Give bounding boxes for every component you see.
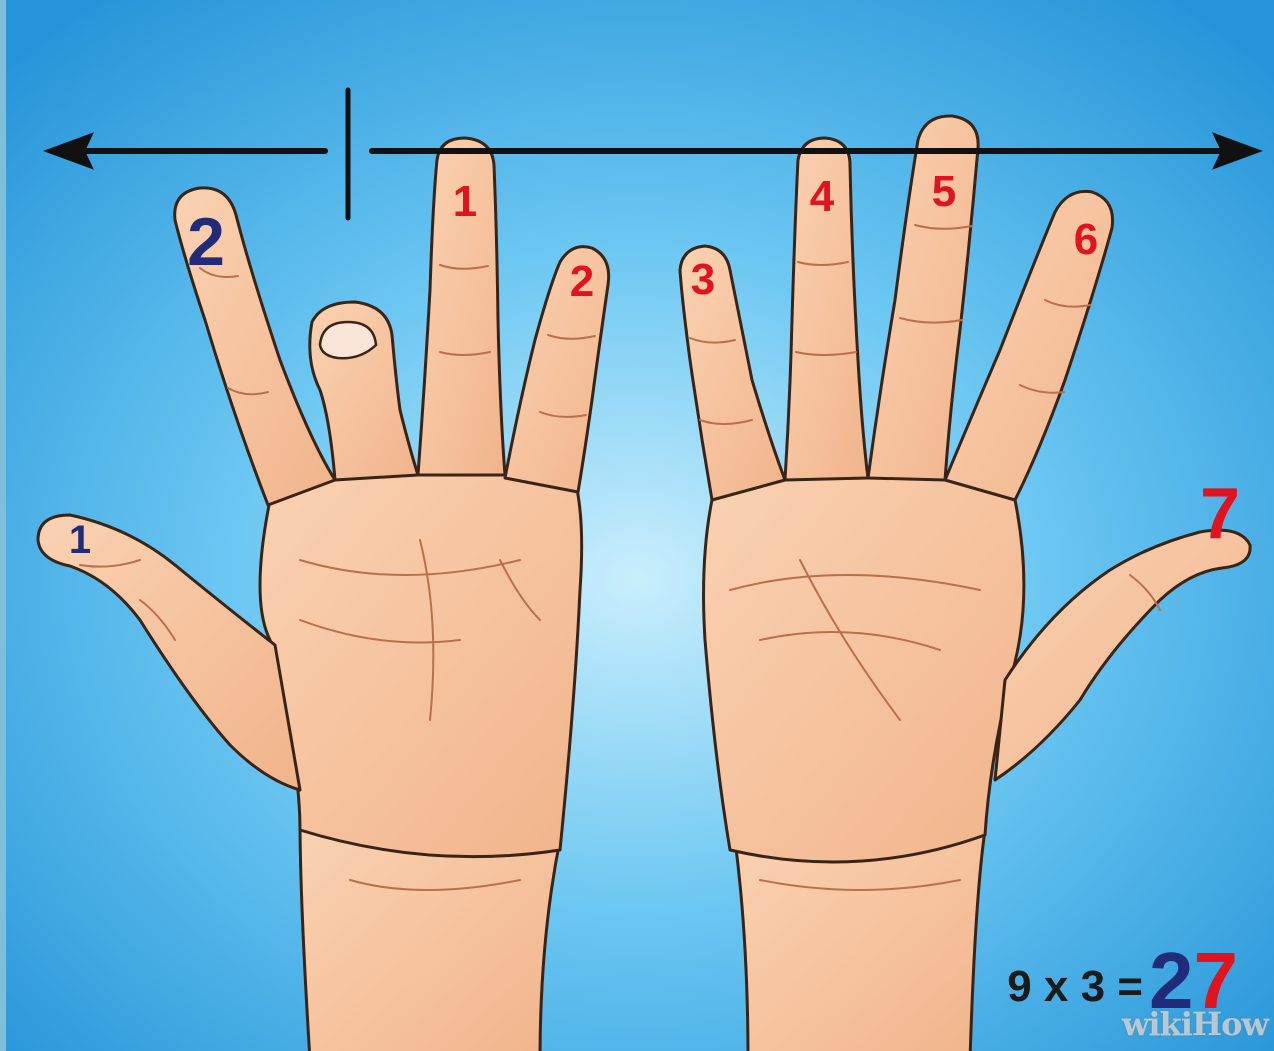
left-palm xyxy=(260,470,582,857)
right-middle-number: 5 xyxy=(932,170,956,214)
left-ring-number: 2 xyxy=(570,260,594,304)
equation-tens-digit: 2 xyxy=(1149,949,1194,1013)
right-thumb-number: 7 xyxy=(1200,478,1240,550)
left-thumb-number: 1 xyxy=(69,520,91,560)
left-middle-number: 1 xyxy=(453,180,477,224)
right-wrist xyxy=(735,830,985,1051)
folded-fingernail xyxy=(320,322,376,358)
right-pinky-number: 3 xyxy=(691,258,715,302)
left-index-number: 2 xyxy=(187,208,225,276)
right-palm xyxy=(704,470,1024,862)
equation-ones-digit: 7 xyxy=(1194,949,1239,1013)
left-edge-strip xyxy=(0,0,6,1051)
wikihow-watermark: wikiHow xyxy=(1122,1005,1268,1043)
equation: 9 x 3 = 2 7 xyxy=(1007,949,1238,1013)
right-index-number: 6 xyxy=(1074,218,1098,262)
right-ring-number: 4 xyxy=(810,175,834,219)
